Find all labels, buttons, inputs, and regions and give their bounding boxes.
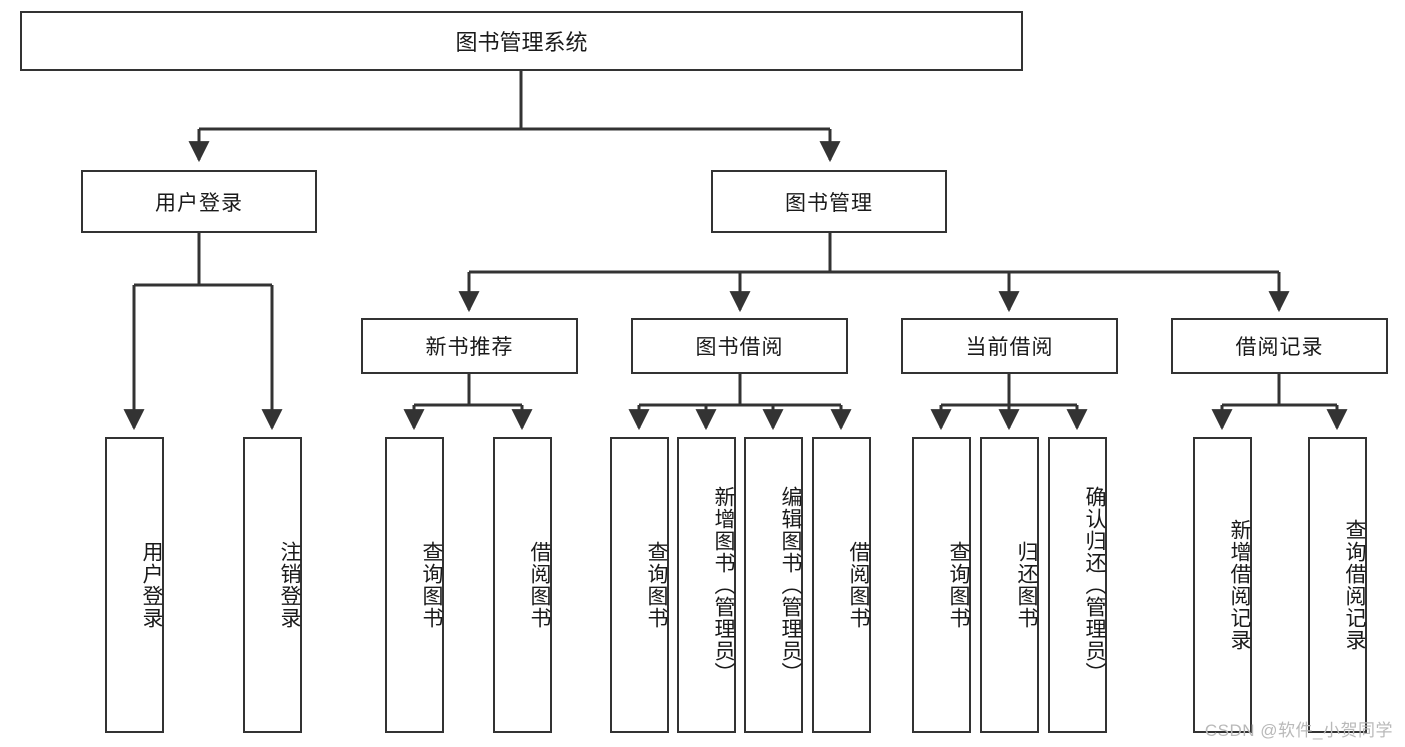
node-new-book-recommend-label: 新书推荐 bbox=[425, 336, 514, 359]
leaf-book-borrow-add-book-label: 新增图书（管理员） bbox=[712, 486, 735, 684]
leaf-new-book-query-book[interactable]: 查询图书 bbox=[385, 437, 444, 733]
node-current-borrow[interactable]: 当前借阅 bbox=[901, 318, 1118, 374]
leaf-borrow-record-add-record[interactable]: 新增借阅记录 bbox=[1193, 437, 1252, 733]
leaf-user-login-login[interactable]: 用户登录 bbox=[105, 437, 164, 733]
leaf-book-borrow-query-book-label: 查询图书 bbox=[645, 541, 668, 629]
leaf-user-login-login-label: 用户登录 bbox=[140, 541, 163, 629]
leaf-user-login-logout[interactable]: 注销登录 bbox=[243, 437, 302, 733]
leaf-book-borrow-add-book[interactable]: 新增图书（管理员） bbox=[677, 437, 736, 733]
node-borrow-record-label: 借阅记录 bbox=[1235, 336, 1324, 359]
leaf-book-borrow-edit-book-label: 编辑图书（管理员） bbox=[779, 486, 802, 684]
node-current-borrow-label: 当前借阅 bbox=[965, 336, 1054, 359]
node-new-book-recommend[interactable]: 新书推荐 bbox=[361, 318, 578, 374]
leaf-current-borrow-return-book[interactable]: 归还图书 bbox=[980, 437, 1039, 733]
leaf-user-login-logout-label: 注销登录 bbox=[278, 541, 301, 629]
leaf-current-borrow-query-book[interactable]: 查询图书 bbox=[912, 437, 971, 733]
leaf-book-borrow-edit-book[interactable]: 编辑图书（管理员） bbox=[744, 437, 803, 733]
node-book-manage[interactable]: 图书管理 bbox=[711, 170, 947, 233]
leaf-current-borrow-query-book-label: 查询图书 bbox=[947, 541, 970, 629]
leaf-borrow-record-add-record-label: 新增借阅记录 bbox=[1228, 519, 1251, 651]
node-root-system[interactable]: 图书管理系统 bbox=[20, 11, 1023, 71]
node-user-login[interactable]: 用户登录 bbox=[81, 170, 317, 233]
node-book-borrow[interactable]: 图书借阅 bbox=[631, 318, 848, 374]
leaf-new-book-borrow-book-label: 借阅图书 bbox=[528, 541, 551, 629]
leaf-new-book-query-book-label: 查询图书 bbox=[420, 541, 443, 629]
leaf-book-borrow-borrow-book[interactable]: 借阅图书 bbox=[812, 437, 871, 733]
leaf-borrow-record-query-record-label: 查询借阅记录 bbox=[1343, 519, 1366, 651]
node-root-system-label: 图书管理系统 bbox=[455, 30, 588, 55]
node-book-manage-label: 图书管理 bbox=[785, 191, 873, 215]
leaf-current-borrow-confirm-return[interactable]: 确认归还（管理员） bbox=[1048, 437, 1107, 733]
leaf-borrow-record-query-record[interactable]: 查询借阅记录 bbox=[1308, 437, 1367, 733]
node-borrow-record[interactable]: 借阅记录 bbox=[1171, 318, 1388, 374]
leaf-new-book-borrow-book[interactable]: 借阅图书 bbox=[493, 437, 552, 733]
node-user-login-label: 用户登录 bbox=[155, 191, 243, 215]
leaf-book-borrow-borrow-book-label: 借阅图书 bbox=[847, 541, 870, 629]
leaf-book-borrow-query-book[interactable]: 查询图书 bbox=[610, 437, 669, 733]
leaf-current-borrow-confirm-return-label: 确认归还（管理员） bbox=[1083, 486, 1106, 684]
leaf-current-borrow-return-book-label: 归还图书 bbox=[1015, 541, 1038, 629]
node-book-borrow-label: 图书借阅 bbox=[695, 336, 784, 359]
